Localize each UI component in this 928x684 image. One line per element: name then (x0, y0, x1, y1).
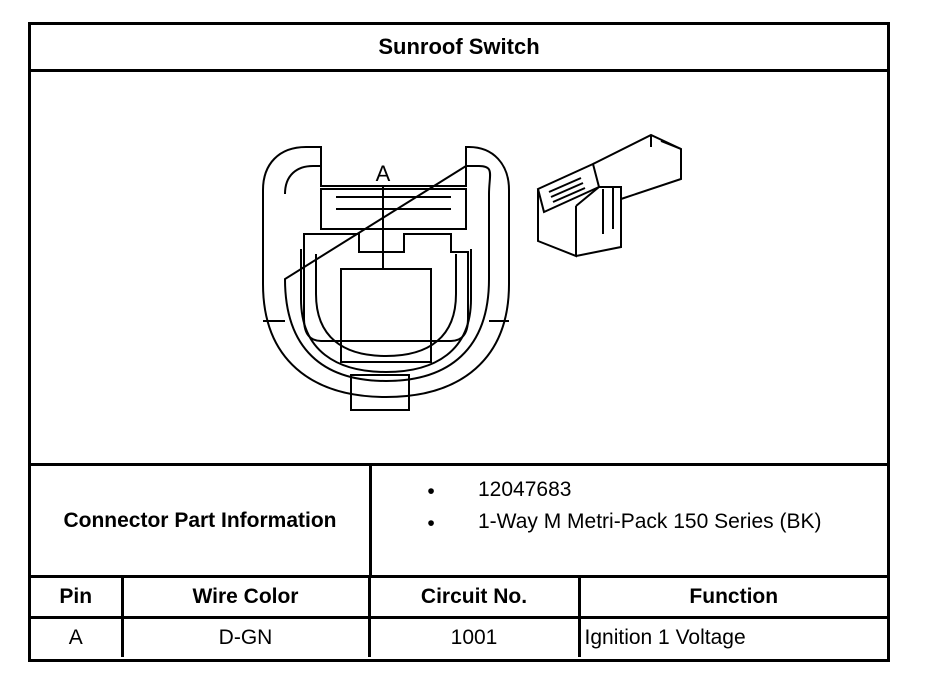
terminal-cavity-body (303, 233, 469, 342)
cell-function: Ignition 1 Voltage (577, 616, 887, 657)
terminal-illustration (536, 133, 682, 258)
pin-a-callout-label: A (376, 161, 391, 186)
pin-table-header-row: Pin Wire Color Circuit No. Function (31, 578, 887, 619)
cell-wire-color: D-GN (120, 616, 371, 657)
connector-part-info-label: Connector Part Information (31, 466, 372, 575)
table-row: A D-GN 1001 Ignition 1 Voltage (31, 616, 887, 657)
part-info-item: • 1-Way M Metri-Pack 150 Series (BK) (372, 510, 887, 540)
part-number: 12047683 (478, 478, 572, 501)
header-wire-color: Wire Color (120, 578, 371, 619)
connector-face-illustration: A (262, 133, 682, 411)
connector-shell-inner (283, 165, 492, 383)
cell-pin: A (31, 616, 124, 657)
connector-part-info-list: • 12047683 • 1-Way M Metri-Pack 150 Seri… (372, 466, 887, 575)
connector-shell-outline (262, 146, 510, 399)
connector-key (350, 374, 410, 411)
part-info-item: • 12047683 (372, 478, 887, 508)
page-title: Sunroof Switch (31, 25, 887, 72)
connector-sheet: Sunroof Switch (28, 22, 890, 662)
header-pin: Pin (31, 578, 124, 619)
bullet-icon: • (427, 480, 435, 503)
pin-a-terminal (340, 268, 432, 363)
bullet-icon: • (427, 512, 435, 535)
pin-table: Pin Wire Color Circuit No. Function A D-… (31, 578, 887, 657)
header-function: Function (577, 578, 887, 619)
connector-part-information: Connector Part Information • 12047683 • … (31, 463, 887, 578)
cell-circuit-no: 1001 (367, 616, 581, 657)
connector-drawing: A (31, 69, 887, 463)
header-circuit-no: Circuit No. (367, 578, 581, 619)
connector-u-channel (300, 249, 472, 374)
connector-description: 1-Way M Metri-Pack 150 Series (BK) (478, 510, 822, 533)
